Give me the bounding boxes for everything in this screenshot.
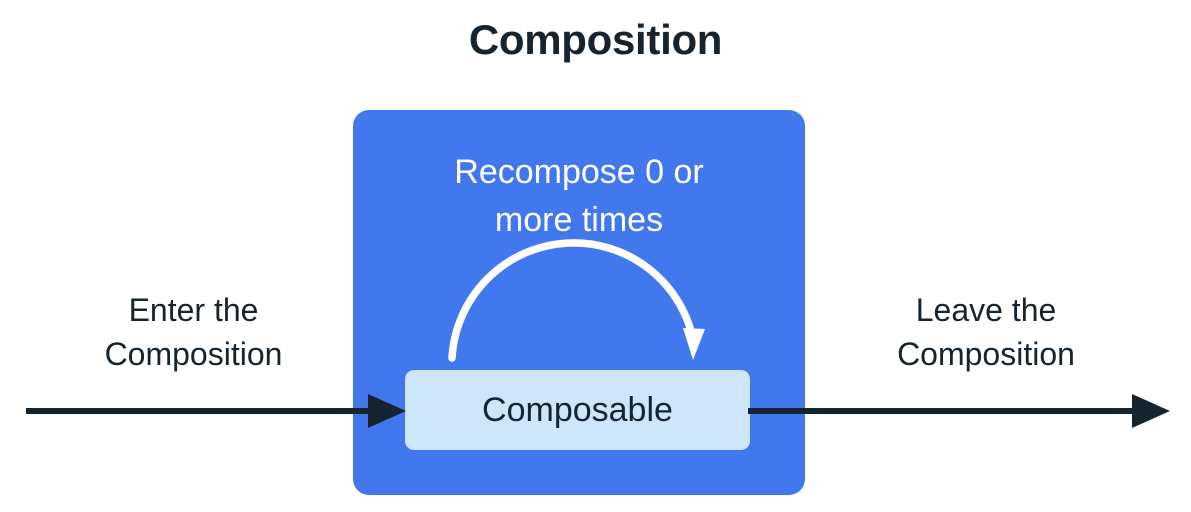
enter-composition-caption: Enter the Composition [104, 292, 283, 372]
leave-composition-arrow-right-icon [748, 394, 1170, 428]
page-title: Composition [468, 16, 723, 63]
composable-label: Composable [482, 391, 673, 429]
leave-composition-caption: Leave the Composition [897, 292, 1075, 372]
enter-composition-arrow-right-icon [26, 394, 406, 428]
composable-box: Composable [405, 370, 750, 450]
curved-loop-arrow-icon [448, 239, 705, 362]
recompose-label: Recompose 0 or more times [454, 153, 704, 239]
